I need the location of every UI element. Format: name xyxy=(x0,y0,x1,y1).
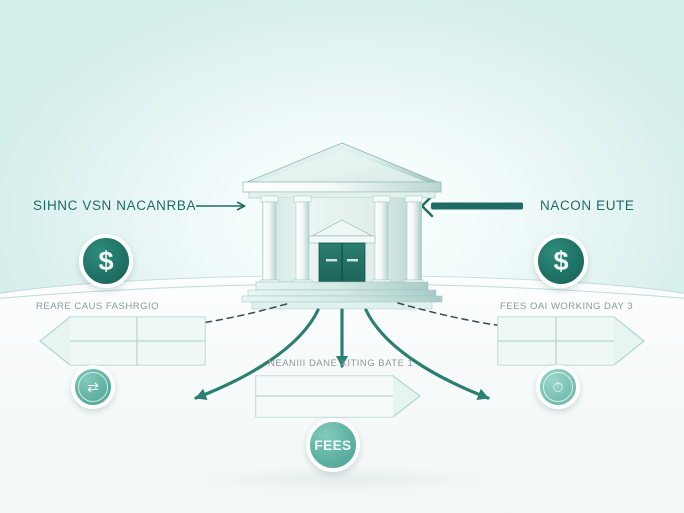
fees-badge-label: FEES xyxy=(314,437,352,453)
right-note-label: FEES OAI WORKING DAY 3 xyxy=(500,301,634,312)
clock-icon: ⏱ xyxy=(552,379,564,395)
outbound-curve-right xyxy=(364,308,490,401)
inbound-arrow-right xyxy=(420,194,523,218)
dollar-icon: $ xyxy=(553,245,569,276)
clock-badge-right[interactable]: ⏱ xyxy=(536,365,580,409)
outbound-arrows xyxy=(194,308,490,401)
bank-columns xyxy=(259,195,424,287)
bank-steps xyxy=(251,301,433,310)
inner-ring-decoration xyxy=(78,372,108,402)
send-label: SIHNC VSN NACANRBA xyxy=(33,198,197,213)
right-arrow-banner[interactable] xyxy=(497,316,646,366)
center-arrow-banner[interactable] xyxy=(255,375,422,418)
dollar-badge-left[interactable]: $ xyxy=(79,234,133,288)
center-note-label: NEANIII DANE XITING BATE 1 xyxy=(268,358,414,369)
dollar-icon: $ xyxy=(98,245,114,276)
left-arrow-banner[interactable] xyxy=(38,316,206,366)
exchange-icon: ⇄ xyxy=(87,379,99,395)
inner-ring-decoration xyxy=(543,372,573,402)
dollar-badge-right[interactable]: $ xyxy=(534,234,588,288)
bank-architrave xyxy=(242,181,442,193)
fees-badge[interactable]: FEES xyxy=(306,418,360,472)
bank-base xyxy=(255,281,429,291)
exchange-badge-left[interactable]: ⇄ xyxy=(71,365,115,409)
receive-label: NACON EUTE xyxy=(540,198,635,213)
left-note-label: REARE CAUS FASHRGIO xyxy=(36,301,159,312)
outbound-curve-left xyxy=(194,308,320,401)
bank-building xyxy=(241,142,443,310)
